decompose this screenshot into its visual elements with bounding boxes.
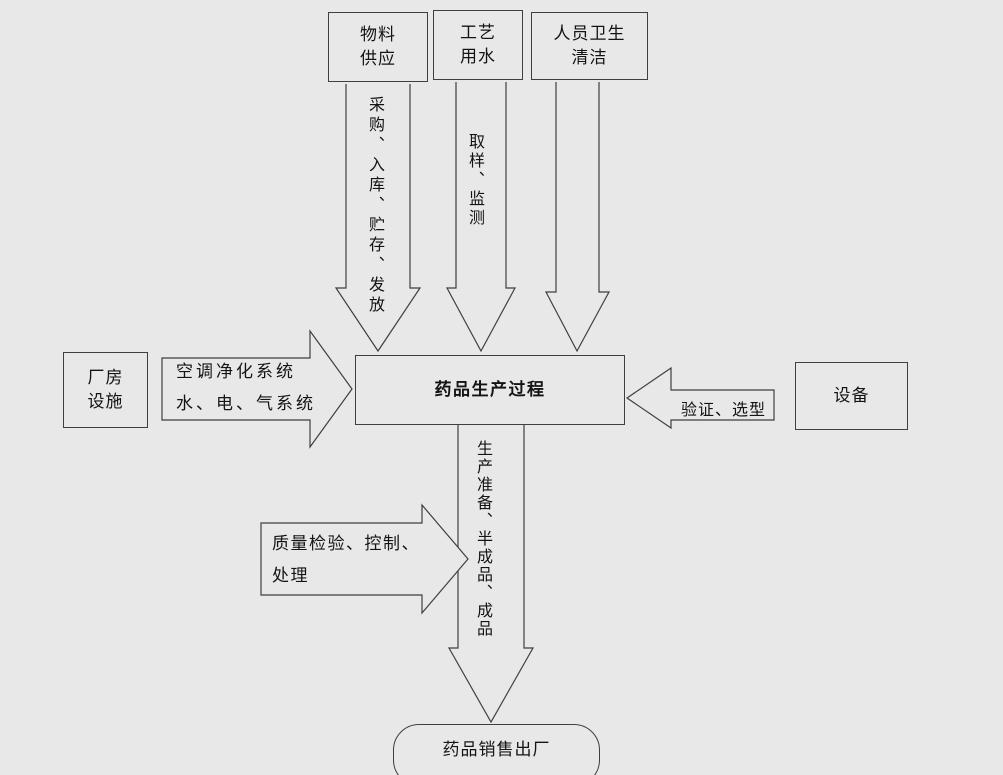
arrow-validation-shape <box>625 366 775 430</box>
arrow-procurement-shape <box>334 84 422 353</box>
node-material-supply: 物料 供应 <box>328 12 428 82</box>
node-personnel-hygiene: 人员卫生 清洁 <box>531 12 648 80</box>
arrow-hygiene-shape <box>545 82 611 353</box>
node-production-process: 药品生产过程 <box>355 355 625 425</box>
label-quality: 质量检验、控制、 处理 <box>272 534 420 586</box>
label-procurement: 采购、入库、贮存、发放 <box>366 96 385 316</box>
label-sampling: 取样、监测 <box>466 133 485 228</box>
node-plant-facilities: 厂房 设施 <box>63 352 148 428</box>
arrow-production-output-shape <box>447 425 535 724</box>
node-equipment: 设备 <box>795 362 908 430</box>
label-validation: 验证、选型 <box>681 400 767 419</box>
arrow-sampling-shape <box>445 82 517 353</box>
arrow-utilities-shape <box>161 329 353 449</box>
node-factory-release: 药品销售出厂 <box>393 724 600 775</box>
label-utilities: 空调净化系统 水、电、气系统 <box>176 362 316 414</box>
label-production-output: 生产准备、半成品、成品 <box>474 440 493 638</box>
node-process-water: 工艺 用水 <box>433 10 523 80</box>
arrow-quality-shape <box>260 503 469 615</box>
